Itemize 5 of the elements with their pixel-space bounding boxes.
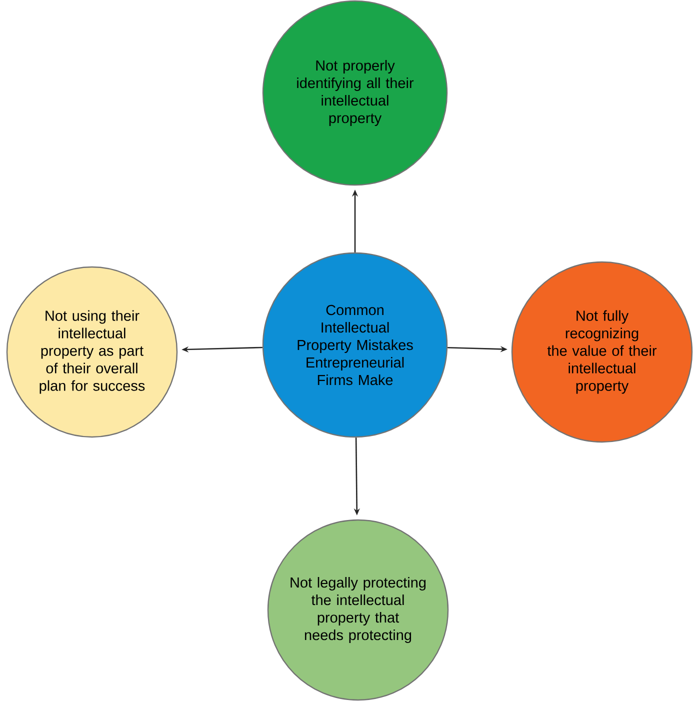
circle-node: Not fully recognizing the value of their intellectual property [511,261,693,443]
circle-node: Common Intellectual Property Mistakes Entrepreneurial Firms Make [262,252,448,438]
circle-node: Not using their intellectual property as part of their overall plan for success [6,266,178,438]
circle-node: Not legally protecting the intellectual property that needs protecting [267,519,449,701]
circle-node: Not properly identifying all their intellectual property [262,0,448,186]
